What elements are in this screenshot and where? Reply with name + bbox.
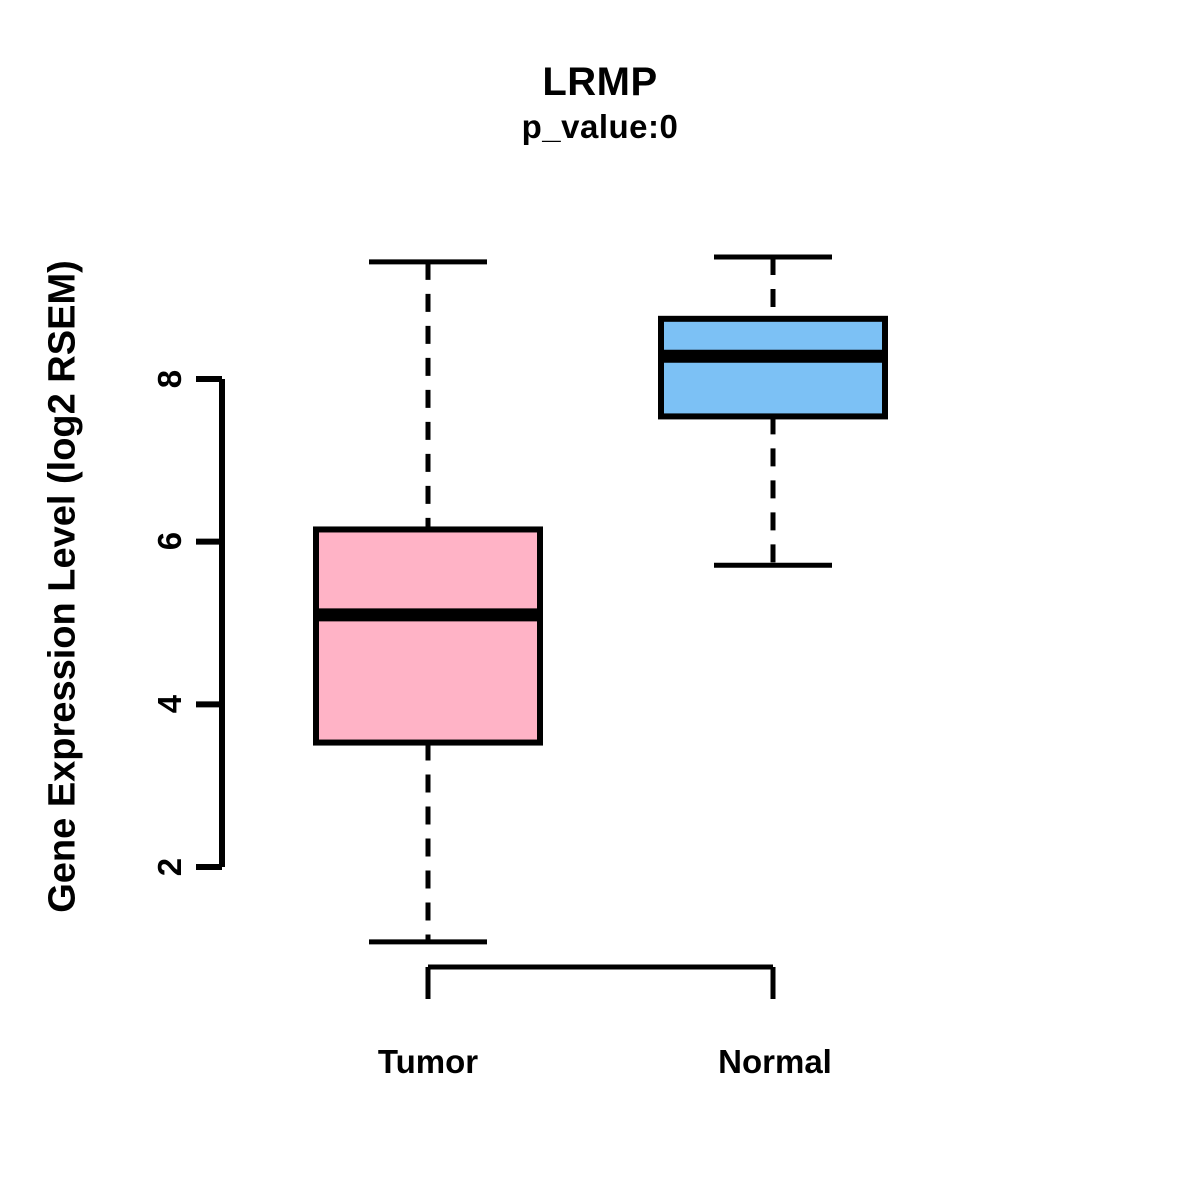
y-axis — [196, 376, 225, 870]
x-axis — [425, 964, 776, 999]
x-tick-label-normal: Normal — [718, 1043, 832, 1080]
box-normal — [658, 254, 888, 568]
box-tumor — [313, 259, 543, 945]
box-rect-tumor — [313, 526, 543, 746]
box-rect-normal — [658, 315, 888, 420]
x-tick-label-tumor: Tumor — [377, 1043, 479, 1080]
box-series — [313, 254, 888, 945]
